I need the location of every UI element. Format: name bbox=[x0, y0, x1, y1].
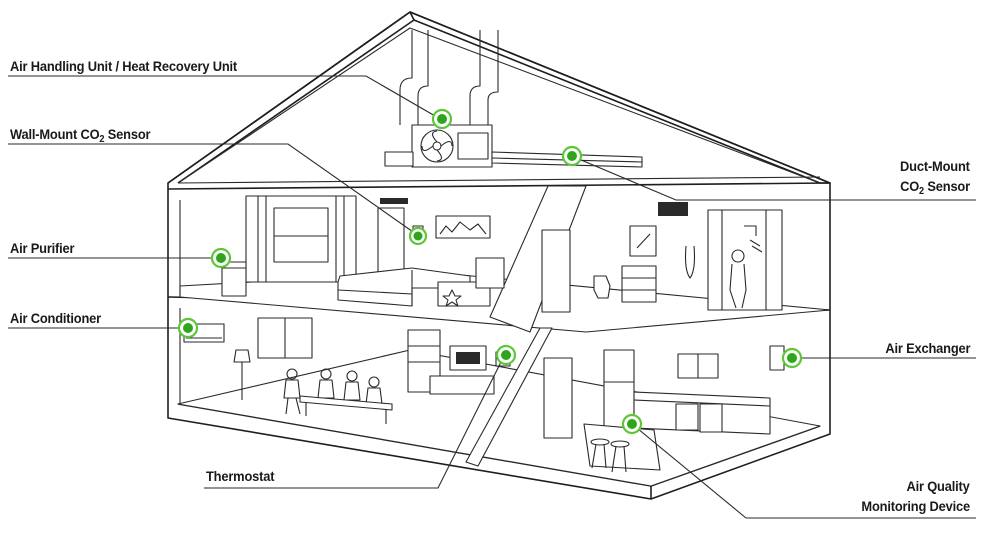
label-wall-co2-suffix: Sensor bbox=[104, 126, 151, 142]
bathroom bbox=[541, 202, 783, 313]
label-air-conditioner: Air Conditioner bbox=[10, 310, 101, 326]
label-duct-co2-subscript: 2 bbox=[919, 186, 925, 197]
leader-lines bbox=[8, 75, 976, 519]
marker-exchanger bbox=[781, 347, 803, 369]
label-air-quality-line2: Monitoring Device bbox=[861, 498, 970, 514]
label-duct-mount-line1: Duct-Mount bbox=[900, 158, 970, 174]
leader-ahu bbox=[8, 75, 443, 121]
label-duct-co2-suffix: Sensor bbox=[924, 178, 970, 194]
label-duct-co2-prefix: CO bbox=[900, 178, 920, 194]
bedroom bbox=[221, 195, 505, 307]
leader-duct-co2 bbox=[573, 156, 976, 201]
label-air-exchanger: Air Exchanger bbox=[885, 340, 970, 356]
roof-edge-left bbox=[167, 11, 415, 184]
attic-ducts bbox=[384, 30, 643, 168]
marker-purifier bbox=[210, 247, 232, 269]
marker-ac bbox=[177, 317, 199, 339]
label-wall-co2-prefix: Wall-Mount CO bbox=[10, 126, 100, 142]
label-wall-co2-subscript: 2 bbox=[99, 134, 105, 145]
marker-aq bbox=[621, 413, 643, 435]
marker-ahu bbox=[431, 108, 453, 130]
label-air-handling-unit: Air Handling Unit / Heat Recovery Unit bbox=[10, 58, 238, 74]
marker-thermostat bbox=[495, 344, 517, 366]
leader-aq bbox=[631, 423, 976, 519]
label-air-quality-line1: Air Quality bbox=[906, 478, 970, 494]
living-room bbox=[233, 317, 495, 424]
marker-wall-co2 bbox=[408, 226, 428, 246]
label-wall-mount-co2-sensor: Wall-Mount CO2 Sensor bbox=[10, 126, 151, 145]
leader-wall-co2 bbox=[8, 143, 417, 235]
upper-interior-wall bbox=[489, 185, 587, 333]
lower-interior-wall bbox=[465, 327, 553, 467]
sensor-markers bbox=[177, 108, 803, 435]
leader-thermostat bbox=[204, 355, 505, 489]
label-air-purifier: Air Purifier bbox=[10, 240, 75, 256]
people-at-table bbox=[283, 368, 393, 424]
label-duct-mount-line2: CO2 Sensor bbox=[900, 178, 970, 197]
label-thermostat: Thermostat bbox=[206, 468, 275, 484]
marker-duct-co2 bbox=[561, 145, 583, 167]
